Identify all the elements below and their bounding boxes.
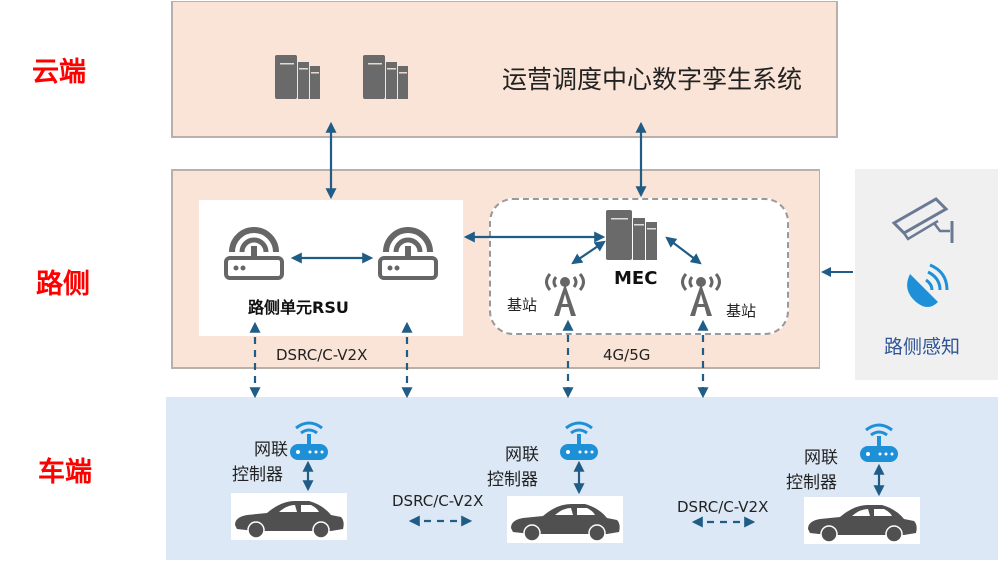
cloud-system-title: 运营调度中心数字孪生系统: [502, 65, 803, 94]
controller-label-line2: 控制器: [786, 473, 837, 493]
car-icon: [235, 501, 344, 539]
camera-icon: [891, 197, 954, 243]
vehicle-car: [804, 497, 920, 544]
controller-label-line1: 网联: [505, 445, 539, 465]
controller-label-1: 网联 控制器: [232, 435, 288, 485]
rsu-router-icon: [378, 227, 438, 280]
mec-link-label: 4G/5G: [603, 346, 651, 364]
tier-label-cloud: 云端: [32, 57, 86, 88]
rsu-label: 路侧单元RSU: [248, 298, 349, 317]
v2v-link-label-1: DSRC/C-V2X: [392, 492, 484, 510]
tier-label-vehicle: 车端: [38, 457, 92, 488]
controller-label-3: 网联 控制器: [786, 443, 838, 493]
car-icon: [808, 505, 917, 543]
radar-icon: [907, 263, 949, 307]
controller-label-line2: 控制器: [487, 470, 538, 490]
vehicle-car: [231, 493, 347, 540]
controller-label-line1: 网联: [254, 440, 288, 460]
base-station-icon: [545, 273, 585, 316]
controller-router-icon: [560, 421, 598, 460]
mec-label: MEC: [614, 268, 658, 289]
controller-label-line1: 网联: [804, 448, 838, 468]
controller-label-2: 网联 控制器: [487, 440, 539, 490]
controller-router-icon: [860, 423, 898, 462]
tier-label-roadside: 路侧: [36, 269, 90, 300]
server-icon: [275, 55, 320, 99]
vehicle-car: [507, 496, 623, 543]
base-station-left-label: 基站: [507, 296, 538, 314]
car-icon: [511, 504, 620, 542]
controller-label-line2: 控制器: [232, 465, 283, 485]
base-station-icon: [681, 273, 721, 316]
controller-router-icon: [290, 421, 328, 460]
server-icon: [363, 55, 408, 99]
v2v-link-label-2: DSRC/C-V2X: [677, 498, 769, 516]
sensing-label: 路侧感知: [884, 336, 961, 358]
rsu-router-icon: [224, 227, 284, 280]
mec-server-icon: [606, 210, 657, 260]
base-station-right-label: 基站: [726, 302, 757, 320]
rsu-link-label: DSRC/C-V2X: [276, 346, 368, 364]
